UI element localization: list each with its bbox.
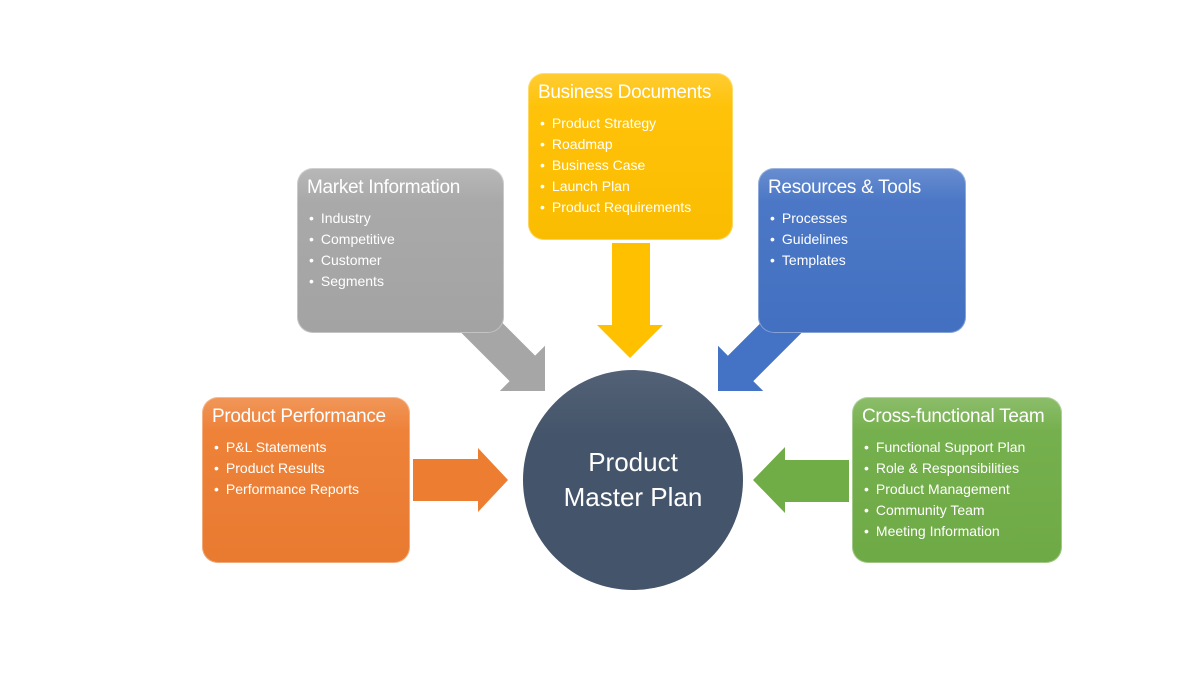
bullet-icon: •	[864, 523, 869, 539]
bullet-icon: •	[864, 460, 869, 476]
cross-functional-team-title: Cross-functional Team	[862, 406, 1045, 427]
bullet-text: Business Case	[551, 157, 646, 173]
bullet-icon: •	[770, 210, 775, 226]
resources-tools-title: Resources & Tools	[768, 177, 921, 198]
bullet-text: Product Requirements	[551, 199, 692, 215]
bullet-item: • Launch Plan	[540, 176, 723, 197]
bullet-text: Functional Support Plan	[875, 439, 1026, 455]
bullet-item: • Meeting Information	[864, 521, 1052, 542]
box-business-documents: Business Documents • Product Strategy • Roa…	[528, 73, 733, 240]
bullet-item: • P&L Statements	[214, 437, 400, 458]
box-cross-functional-team: Cross-functional Team • Functional Suppor…	[852, 397, 1062, 563]
circle-title-line1: Product	[588, 447, 678, 477]
bullet-text: Guidelines	[781, 231, 849, 247]
bullet-item: • Competitive	[309, 229, 494, 250]
bullet-icon: •	[864, 481, 869, 497]
bullet-item: • Processes	[770, 208, 956, 229]
bullet-text: Templates	[781, 252, 846, 268]
bullet-icon: •	[540, 199, 545, 215]
bullet-icon: •	[864, 439, 869, 455]
cross-functional-team-list: • Functional Support Plan • Role & Responsi…	[862, 437, 1052, 542]
bullet-icon: •	[214, 460, 219, 476]
bullet-item: • Product Requirements	[540, 197, 723, 218]
product-performance-list: • P&L Statements • Product Results • Performa…	[212, 437, 400, 500]
bullet-text: Launch Plan	[551, 178, 630, 194]
market-information-list: • Industry • Competitive • Customer • Segments	[307, 208, 494, 292]
bullet-icon: •	[309, 231, 314, 247]
bullet-text: Meeting Information	[875, 523, 1000, 539]
bullet-text: Competitive	[320, 231, 395, 247]
bullet-item: • Roadmap	[540, 134, 723, 155]
box-resources-tools: Resources & Tools •Processes•Guidelines•…	[758, 168, 966, 333]
bullet-icon: •	[540, 157, 545, 173]
bullet-text: Processes	[781, 210, 848, 226]
bullet-text: Performance Reports	[225, 481, 359, 497]
bullet-icon: •	[770, 231, 775, 247]
bullet-text: P&L Statements	[225, 439, 327, 455]
bullet-icon: •	[309, 273, 314, 289]
bullet-icon: •	[864, 502, 869, 518]
bullet-text: Product Management	[875, 481, 1010, 497]
business-documents-list: •Product Strategy•Roadmap•Business Case•…	[538, 113, 723, 218]
bullet-item: • Role & Responsibilities	[864, 458, 1052, 479]
bullet-text: Customer	[320, 252, 382, 268]
bullet-item: • Guidelines	[770, 229, 956, 250]
bullet-item: • Community Team	[864, 500, 1052, 521]
bullet-item: • Product Management	[864, 479, 1052, 500]
product-performance-title: Product Performance	[212, 406, 386, 427]
bullet-text: Industry	[320, 210, 371, 226]
bullet-icon: •	[309, 210, 314, 226]
box-market-information: Market Information • Industry • Competitive…	[297, 168, 504, 333]
circle-title-line2: Master Plan	[563, 482, 703, 512]
bullet-icon: •	[540, 115, 545, 131]
bullet-text: Role & Responsibilities	[875, 460, 1020, 476]
bullet-item: • Product Strategy	[540, 113, 723, 134]
business-documents-title: Business Documents	[538, 82, 712, 103]
resources-tools-list: • Processes • Guidelines • Templates	[768, 208, 956, 271]
bullet-icon: •	[309, 252, 314, 268]
cross-functional-team-arrow	[753, 447, 849, 513]
bullet-icon: •	[540, 178, 545, 194]
bullet-item: • Functional Support Plan	[864, 437, 1052, 458]
bullet-icon: •	[770, 252, 775, 268]
bullet-icon: •	[214, 481, 219, 497]
bullet-item: • Segments	[309, 271, 494, 292]
product-master-plan-circle: Product Master Plan	[523, 370, 743, 590]
bullet-text: Product Strategy	[551, 115, 657, 131]
bullet-text: Community Team	[875, 502, 985, 518]
bullet-text: Roadmap	[551, 136, 613, 152]
business-documents-arrow	[597, 243, 663, 358]
bullet-icon: •	[214, 439, 219, 455]
bullet-item: • Performance Reports	[214, 479, 400, 500]
bullet-icon: •	[540, 136, 545, 152]
bullet-item: • Templates	[770, 250, 956, 271]
box-product-performance: Product Performance • P&L Statements • Prod…	[202, 397, 410, 563]
bullet-item: • Customer	[309, 250, 494, 271]
market-information-title: Market Information	[307, 177, 460, 198]
bullet-item: • Industry	[309, 208, 494, 229]
bullet-item: • Product Results	[214, 458, 400, 479]
product-performance-arrow	[413, 448, 508, 512]
bullet-text: Product Results	[225, 460, 325, 476]
bullet-text: Segments	[320, 273, 384, 289]
bullet-item: • Business Case	[540, 155, 723, 176]
